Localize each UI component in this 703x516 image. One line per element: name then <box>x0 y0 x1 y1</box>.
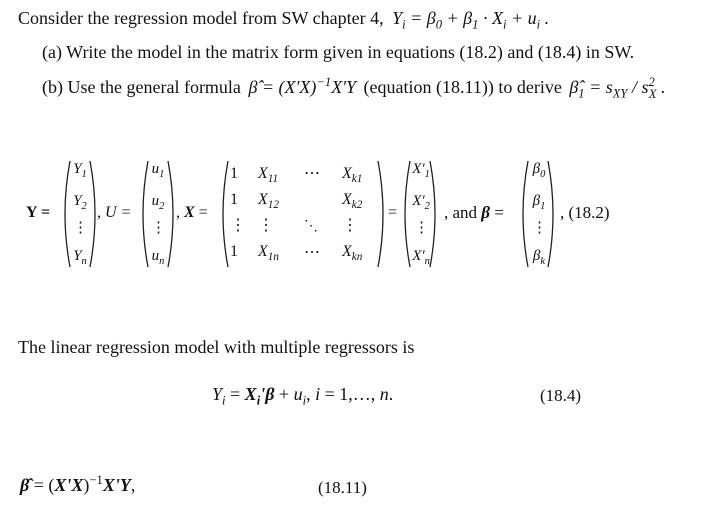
x-equals: = <box>388 204 398 221</box>
eq-18-11-number: (18.11) <box>318 478 367 497</box>
u-entry-1: u1 <box>151 161 165 180</box>
beta-entry-2: β1 <box>532 192 546 212</box>
xprime-entry-2: X'2 <box>412 192 430 212</box>
part-a-text: Write the model in the matrix form given… <box>66 42 635 62</box>
x-matrix-parens <box>222 160 384 268</box>
xprime-entry-1: X'1 <box>412 161 430 180</box>
intro-line: Consider the regression model from SW ch… <box>18 8 550 32</box>
ols-equation: β̂ = (X'X)−1X'Y, <box>20 473 136 495</box>
linear-model-equation: Yi = Xi'β + ui, i = 1,…, n. <box>212 384 394 408</box>
beta-name: β <box>481 203 491 222</box>
beta-entry-3: ⋮ <box>532 220 547 237</box>
y-entry-4: Yn <box>73 247 87 267</box>
u-matrix-label: , U = <box>97 204 132 221</box>
u-matrix: u1 u2 ⋮ un <box>148 161 168 267</box>
y-entry-1: Y1 <box>73 161 87 180</box>
part-a: (a) Write the model in the matrix form g… <box>42 42 634 63</box>
y-entry-2: Y2 <box>73 192 87 212</box>
part-b-formula: β̂ = (X'X)−1X'Y <box>248 75 357 97</box>
part-b-target: β̂1 = sXY / s2X . <box>569 75 666 101</box>
part-b-label: (b) <box>42 77 63 97</box>
part-b-text-1: Use the general formula <box>67 77 241 97</box>
beta-entry-4: βk <box>532 247 546 267</box>
linear-model-text: The linear regression model with multipl… <box>18 337 415 357</box>
u-entry-2: u2 <box>151 192 165 212</box>
beta-entry-1: β0 <box>532 161 546 180</box>
xprime-entry-3: ⋮ <box>414 220 429 237</box>
beta-matrix: β0 β1 ⋮ βk <box>528 161 550 267</box>
intro-text: Consider the regression model from SW ch… <box>18 8 384 28</box>
u-entry-4: un <box>151 247 165 267</box>
eq-18-4-number: (18.4) <box>540 386 582 405</box>
u-entry-3: ⋮ <box>151 220 166 237</box>
and-beta-label: , and β = <box>444 203 504 222</box>
part-b: (b) Use the general formula β̂ = (X'X)−1… <box>42 75 666 101</box>
y-entry-3: ⋮ <box>73 220 88 237</box>
x-matrix-label: , X = <box>176 204 208 221</box>
x-col-3: ⋯ ⋱⋯ <box>304 165 320 261</box>
y-matrix-parens <box>64 160 96 268</box>
xprime-entry-4: X'n <box>412 247 430 267</box>
y-matrix: Y1 Y2 ⋮ Yn <box>70 161 90 267</box>
and-text: , and <box>444 203 478 222</box>
part-a-label: (a) <box>42 42 62 62</box>
eq-18-2-number: , (18.2) <box>560 203 610 222</box>
xprime-matrix-parens <box>404 160 436 268</box>
part-b-text-2: (equation (18.11)) to derive <box>363 77 562 97</box>
beta-matrix-parens <box>522 160 554 268</box>
intro-equation: Yi = β0 + β1 · Xi + ui . <box>392 8 550 32</box>
y-matrix-label: Y = <box>26 204 51 221</box>
u-matrix-parens <box>142 160 174 268</box>
xprime-matrix: X'1 X'2 ⋮ X'n <box>410 161 432 267</box>
